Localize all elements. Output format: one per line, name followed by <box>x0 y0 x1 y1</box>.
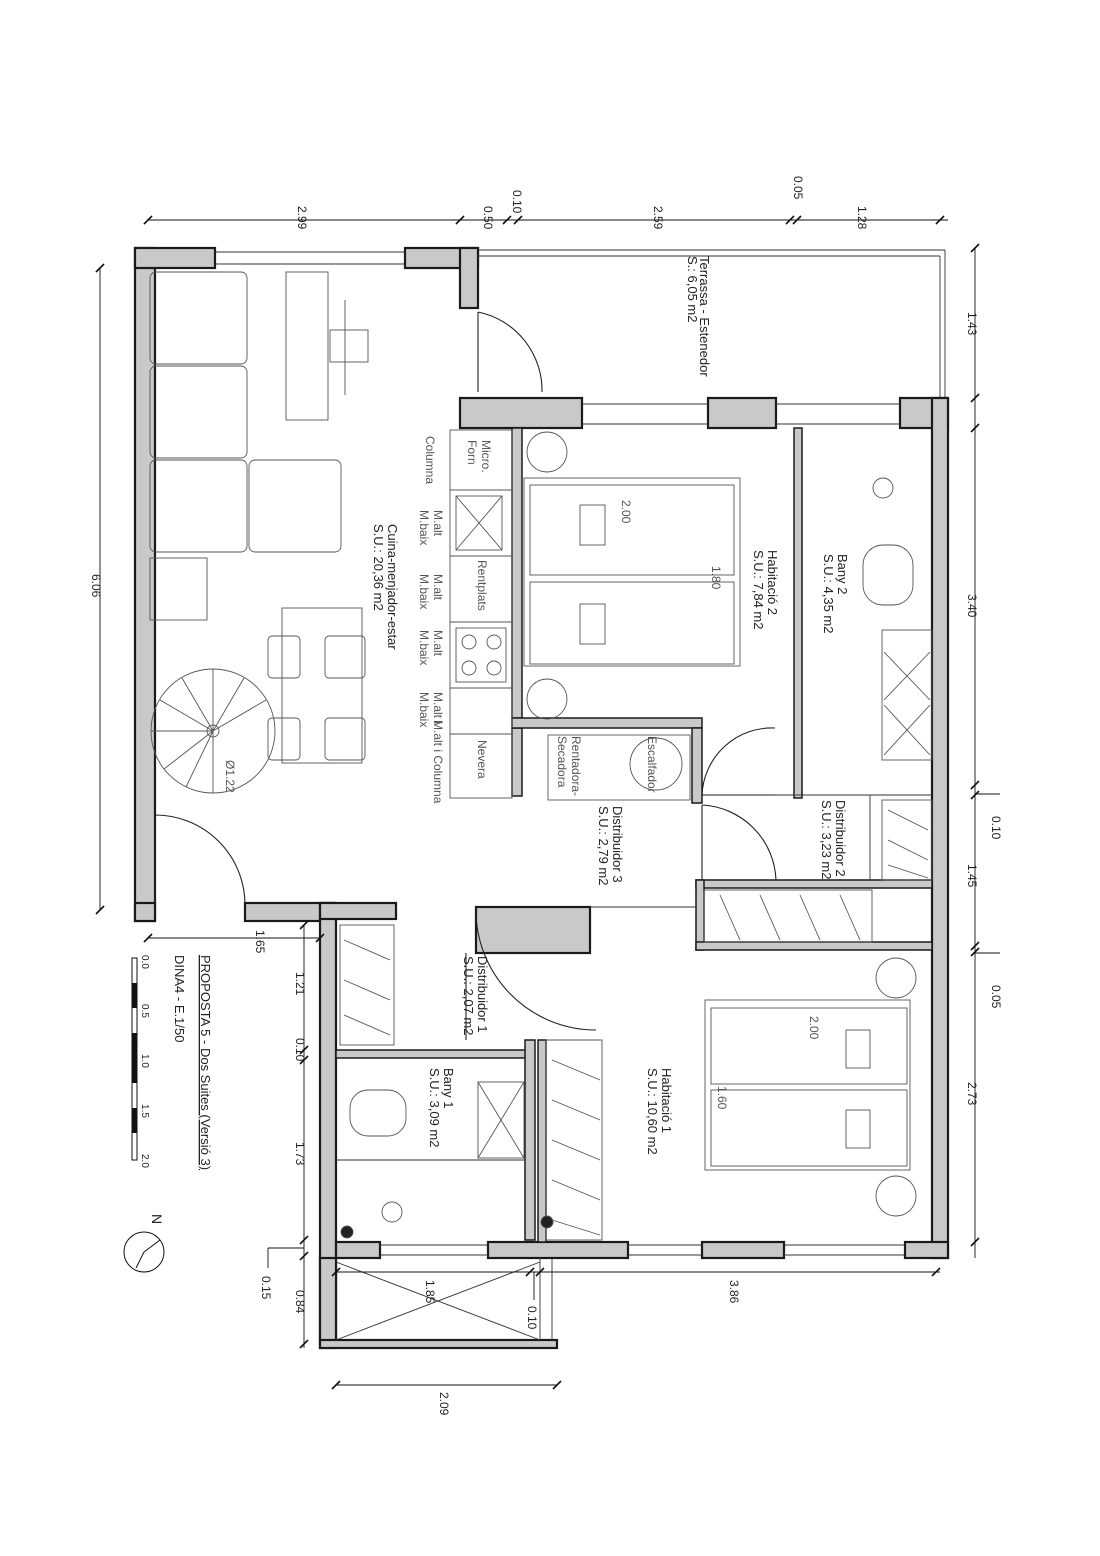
dim-top-4: 2.59 <box>651 206 665 230</box>
terrassa-area: S.: 6,05 m2 <box>685 256 700 322</box>
mbaix-2: M.baix <box>417 574 431 609</box>
dim-right-2: 3.40 <box>965 594 979 618</box>
cuina-name: Cuina-menjador-estar <box>385 524 400 650</box>
room-labels: Terrassa - Estenedor S.: 6,05 m2 Cuina-m… <box>371 256 850 1155</box>
dim-right-3: 0.10 <box>989 816 1003 840</box>
terrassa-name: Terrassa - Estenedor <box>697 256 712 377</box>
drawing-title: PROPOSTA 5 - Dos Suites (Versió 3) <box>198 955 213 1170</box>
bed2-length: 2.00 <box>619 500 633 524</box>
malt-columna-label: M.alt i Columna <box>431 720 445 804</box>
north-label: N <box>149 1214 165 1224</box>
scale-label-4: 2.0 <box>139 1154 150 1168</box>
dimension-lines <box>95 215 1000 1390</box>
north-arrow-icon: N <box>123 1214 165 1273</box>
bed1-width: 1.60 <box>715 1086 729 1110</box>
forn-label: Forn <box>465 440 479 465</box>
dim-inner-2: 0.10 <box>293 1038 307 1062</box>
dim-bottom-4: 2.09 <box>437 1392 451 1416</box>
interior-walls <box>335 427 933 1243</box>
dim-inner-5: 0.15 <box>259 1276 273 1300</box>
title-block: PROPOSTA 5 - Dos Suites (Versió 3) DINA4… <box>123 955 213 1273</box>
secadora-label: Secadora <box>555 736 569 788</box>
cuina-area: S.U.: 20,36 m2 <box>371 524 386 611</box>
hab1-name: Habitació 1 <box>659 1068 674 1133</box>
escalfador-label: Escalfador <box>645 736 659 793</box>
doors <box>154 311 777 1040</box>
malt-1: M.alt <box>431 510 445 537</box>
scale-label-0: 0.0 <box>139 955 150 969</box>
dim-top-3: 0.10 <box>510 190 524 214</box>
dim-bottom-2: 0.10 <box>525 1306 539 1330</box>
dist1-area: S.U.: 2,07 m2 <box>461 956 476 1035</box>
mbaix-1: M.baix <box>417 510 431 545</box>
micro-label: Micro. <box>479 440 493 473</box>
dim-right-5: 0.05 <box>989 985 1003 1009</box>
bany2-name: Bany 2 <box>835 554 850 594</box>
dim-bottom-left: 1.65 <box>253 930 267 954</box>
dim-left: 6.06 <box>89 574 103 598</box>
nevera-label: Nevera <box>475 740 489 779</box>
dim-right-6: 2.73 <box>965 1082 979 1106</box>
dim-right-1: 1.43 <box>965 312 979 336</box>
furniture <box>149 271 933 1241</box>
hab1-area: S.U.: 10,60 m2 <box>645 1068 660 1155</box>
malt-3: M.alt <box>431 630 445 657</box>
dim-inner-1: 1.21 <box>293 972 307 996</box>
bed1-length: 2.00 <box>807 1016 821 1040</box>
malt-2: M.alt <box>431 574 445 601</box>
kitchen-labels: Micro. Forn Columna M.alt M.baix Rentpla… <box>223 436 821 1110</box>
bany2-area: S.U.: 4,35 m2 <box>821 554 836 633</box>
dim-inner-3: 1.73 <box>293 1142 307 1166</box>
mbaix-4: M.baix <box>417 692 431 727</box>
bany1-area: S.U.: 3,09 m2 <box>427 1068 442 1147</box>
rentplats-label: Rentplats <box>475 560 489 611</box>
scale-bar: 0.0 0.5 1.0 1.5 2.0 <box>131 955 150 1168</box>
dist3-name: Distribuidor 3 <box>610 806 625 883</box>
scale-label-3: 1.5 <box>139 1104 150 1118</box>
rentadora-label: Rentadora- <box>569 736 583 796</box>
dim-bottom-3: 3.86 <box>727 1280 741 1304</box>
dim-top-5: 0.05 <box>791 176 805 200</box>
dim-bottom-1: 1.85 <box>423 1280 437 1304</box>
columna-label: Columna <box>423 436 437 484</box>
scale-label-2: 1.0 <box>139 1054 150 1068</box>
bed2-width: 1.80 <box>709 566 723 590</box>
drawing-scale: DINA4 - E.1/50 <box>172 955 187 1042</box>
hab2-area: S.U.: 7,84 m2 <box>751 550 766 629</box>
scale-label-1: 0.5 <box>139 1004 150 1018</box>
dist2-name: Distribuidor 2 <box>833 800 848 877</box>
dist3-area: S.U.: 2,79 m2 <box>596 806 611 885</box>
dist2-area: S.U.: 3,23 m2 <box>819 800 834 879</box>
bany1-name: Bany 1 <box>441 1068 456 1108</box>
dist1-name: Distribuidor 1 <box>475 956 490 1033</box>
dim-inner-4: 0.84 <box>293 1290 307 1314</box>
dimension-texts: 2.99 0.50 0.10 2.59 0.05 1.28 1.43 3.40 … <box>89 176 1003 1416</box>
hab2-name: Habitació 2 <box>765 550 780 615</box>
stair-label: Ø1.22 <box>223 760 237 793</box>
dim-right-4: 1.45 <box>965 864 979 888</box>
exterior-walls <box>133 246 950 1350</box>
dim-top-2: 0.50 <box>481 206 495 230</box>
mbaix-3: M.baix <box>417 630 431 665</box>
dim-top-6: 1.28 <box>855 206 869 230</box>
malt-i-label: M.alt i <box>431 692 445 724</box>
dim-top-1: 2.99 <box>295 206 309 230</box>
